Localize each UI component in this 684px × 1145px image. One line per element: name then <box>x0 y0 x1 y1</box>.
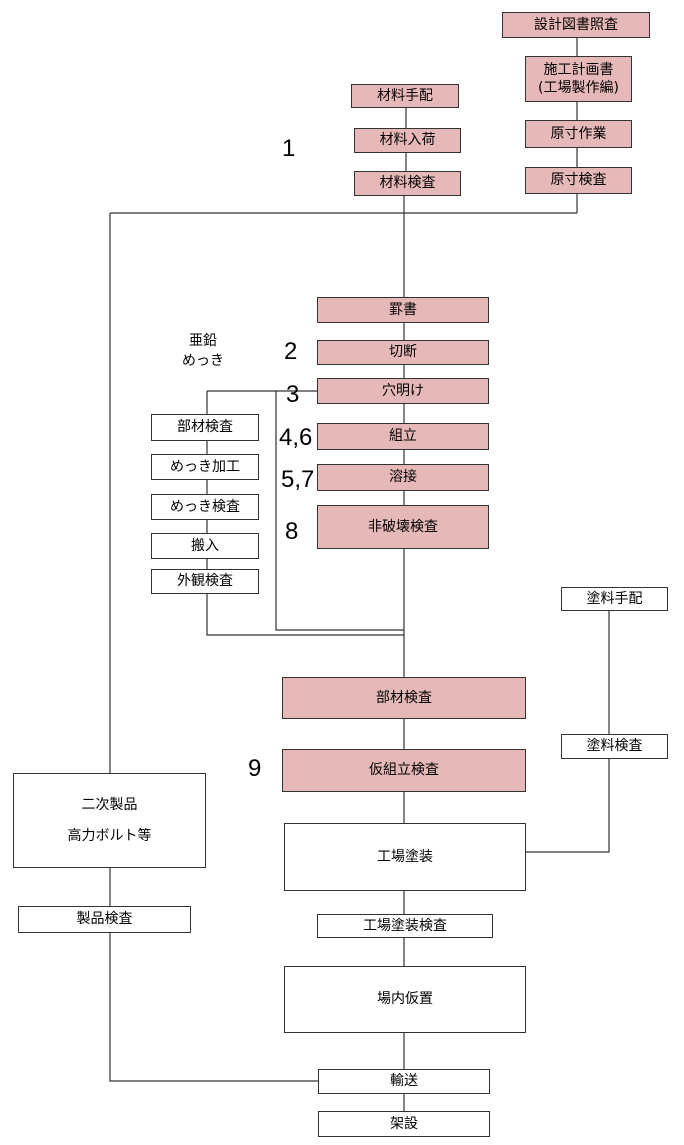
transport-box: 輸送 <box>318 1069 490 1094</box>
transport-label: 輸送 <box>390 1073 418 1090</box>
step-number-2: 2 <box>284 338 298 365</box>
paint-check-label: 塗料検査 <box>586 738 643 755</box>
design-check-label: 設計図書照査 <box>534 16 618 33</box>
connector <box>109 933 318 1082</box>
material-check-box: 材料検査 <box>354 171 461 196</box>
galv-appearance-check-label: 外観検査 <box>177 573 233 590</box>
step-number-9: 9 <box>248 755 262 782</box>
factory-painting-check-label: 工場塗装検査 <box>363 917 447 934</box>
material-check-label: 材料検査 <box>379 175 436 192</box>
paint-order-box: 塗料手配 <box>561 587 668 611</box>
galvanizing-title: 亜鉛 めっき <box>166 331 240 372</box>
factory-painting-box: 工場塗装 <box>284 823 526 891</box>
trial-assembly-box: 仮組立検査 <box>282 749 526 792</box>
full-scale-check-box: 原寸検査 <box>525 167 632 194</box>
yard-storage-box: 場内仮置 <box>284 966 526 1033</box>
factory-painting-check-box: 工場塗装検査 <box>317 914 493 938</box>
step-number-4-6: 4,6 <box>279 424 313 451</box>
cutting-box: 切断 <box>317 340 489 365</box>
galv-plating-box: めっき加工 <box>151 454 259 480</box>
step-number-1: 1 <box>282 135 296 162</box>
erection-box: 架設 <box>318 1111 490 1137</box>
cutting-label: 切断 <box>389 344 417 361</box>
secondary-bolts-label: 高力ボルト等 <box>67 827 152 844</box>
material-order-box: 材料手配 <box>351 84 459 108</box>
product-check-box: 製品検査 <box>18 906 191 933</box>
trial-assembly-label: 仮組立検査 <box>369 762 439 779</box>
ndt-label: 非破壊検査 <box>368 518 438 535</box>
work-plan-box: 施工計画書 (工場製作編) <box>525 56 632 102</box>
full-scale-check-label: 原寸検査 <box>550 172 607 189</box>
galv-member-check-label: 部材検査 <box>177 419 233 436</box>
work-plan-sub-label: (工場製作編) <box>538 80 619 96</box>
galv-carry-in-box: 搬入 <box>151 533 259 559</box>
drilling-box: 穴明け <box>317 378 489 404</box>
galv-carry-in-label: 搬入 <box>191 537 219 554</box>
paint-check-box: 塗料検査 <box>561 734 668 759</box>
member-check-box: 部材検査 <box>282 677 526 719</box>
step-number-3: 3 <box>286 381 300 408</box>
welding-box: 溶接 <box>317 464 489 491</box>
ndt-box: 非破壊検査 <box>317 505 489 549</box>
material-arrival-box: 材料入荷 <box>354 128 461 153</box>
material-arrival-label: 材料入荷 <box>379 132 436 149</box>
assembly-box: 組立 <box>317 423 489 450</box>
welding-label: 溶接 <box>389 469 417 486</box>
assembly-label: 組立 <box>389 428 417 445</box>
step-number-8: 8 <box>285 518 299 545</box>
material-order-label: 材料手配 <box>377 87 433 104</box>
secondary-products-box: 二次製品 高力ボルト等 <box>13 773 206 868</box>
paint-order-label: 塗料手配 <box>586 590 643 607</box>
marking-label: 罫書 <box>389 301 417 318</box>
galv-appearance-check-box: 外観検査 <box>151 569 259 594</box>
drilling-label: 穴明け <box>382 382 424 399</box>
yard-storage-label: 場内仮置 <box>377 991 433 1008</box>
factory-painting-label: 工場塗装 <box>377 848 433 865</box>
product-check-label: 製品検査 <box>76 911 133 928</box>
full-scale-label: 原寸作業 <box>550 125 607 142</box>
galv-plating-check-box: めっき検査 <box>151 494 259 520</box>
galvanizing-title-line1: 亜鉛 <box>189 333 217 349</box>
connector <box>206 594 404 636</box>
galv-plating-check-label: めっき検査 <box>170 498 240 515</box>
step-number-5-7: 5,7 <box>281 466 315 493</box>
galvanizing-title-line2: めっき <box>182 353 224 370</box>
connector <box>526 759 610 853</box>
galv-member-check-box: 部材検査 <box>151 414 259 441</box>
design-check-box: 設計図書照査 <box>502 12 650 38</box>
connector <box>275 390 404 631</box>
erection-label: 架設 <box>390 1115 418 1132</box>
full-scale-box: 原寸作業 <box>525 120 632 148</box>
galv-plating-label: めっき加工 <box>170 458 240 475</box>
marking-box: 罫書 <box>317 297 489 323</box>
secondary-products-label: 二次製品 <box>81 797 138 814</box>
work-plan-label: 施工計画書 <box>543 61 614 78</box>
member-check-label: 部材検査 <box>376 689 432 706</box>
